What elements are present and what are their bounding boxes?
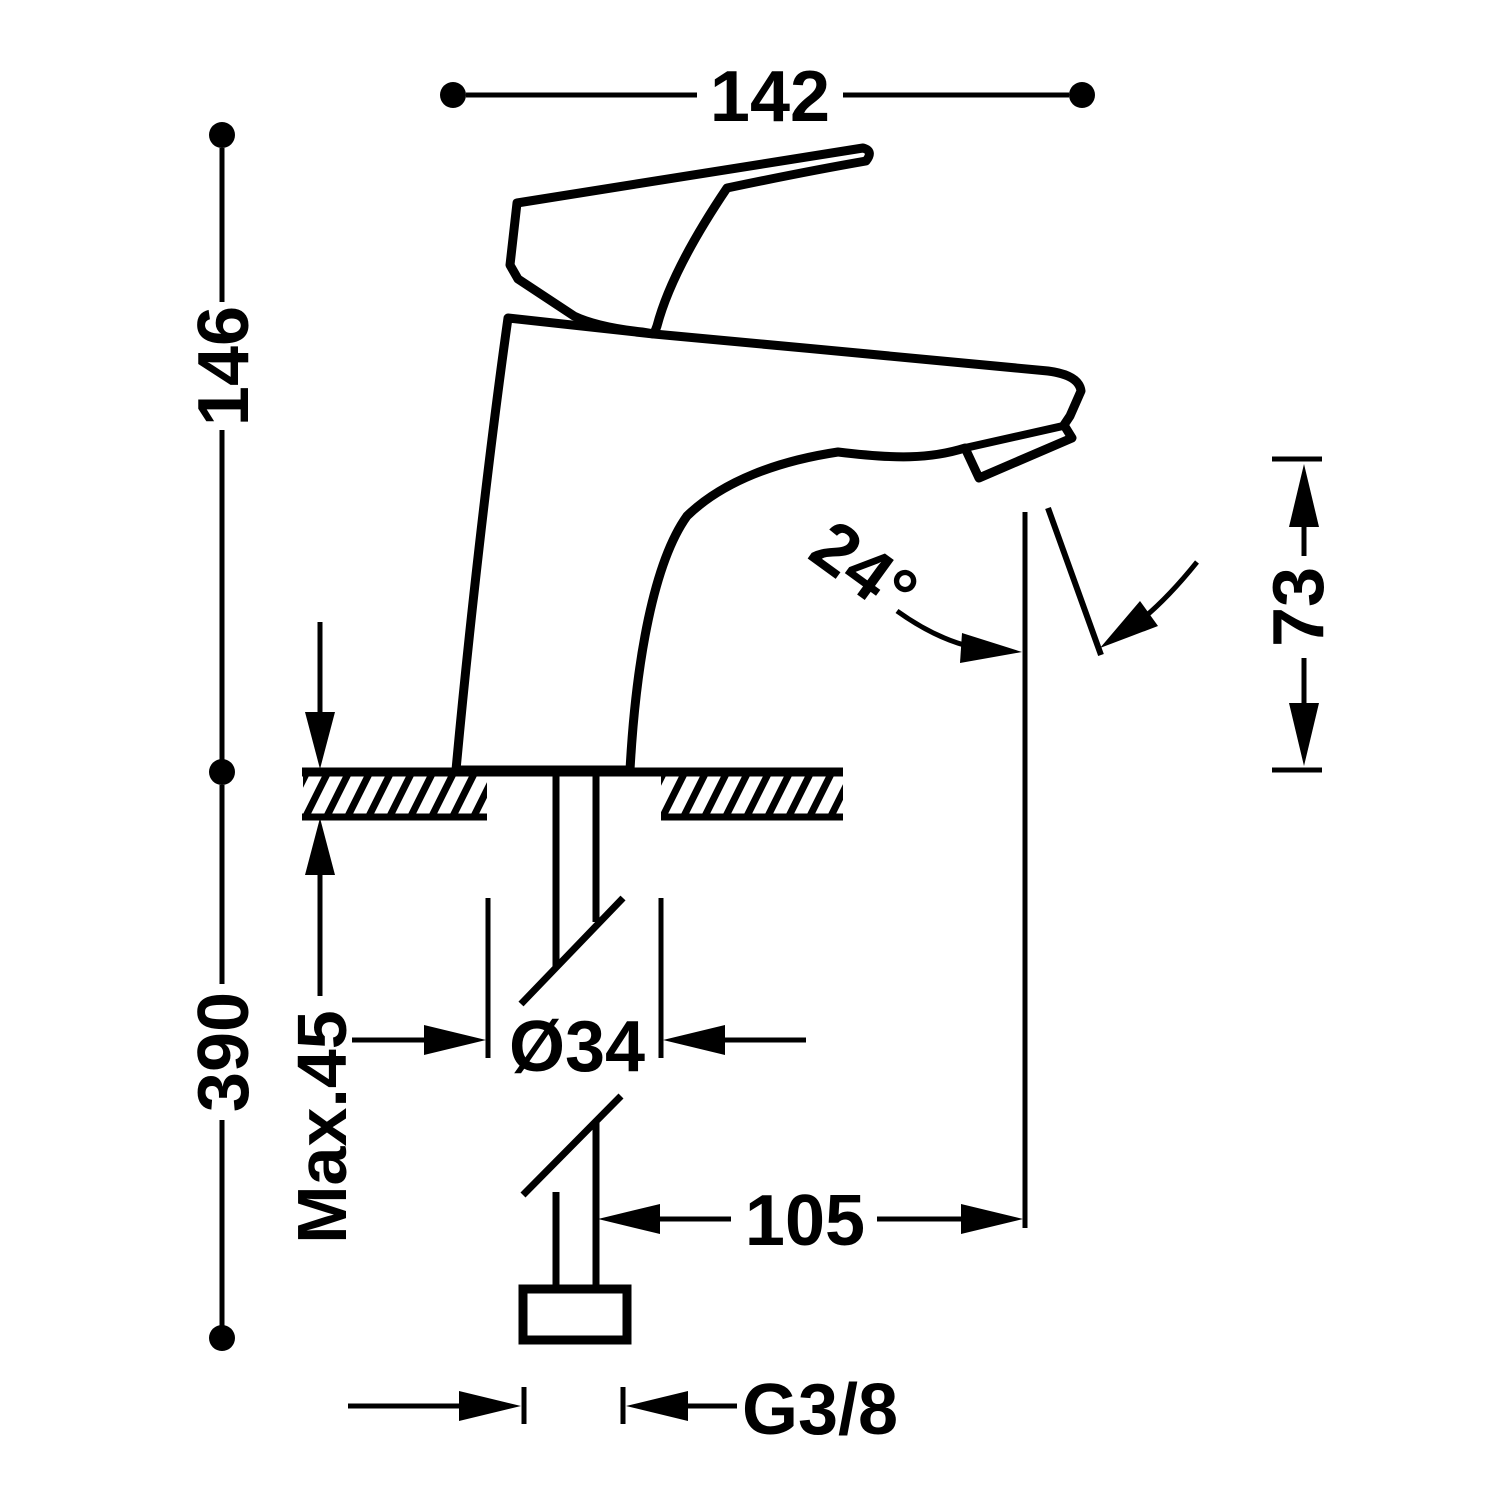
dim-label-105: 105 xyxy=(745,1181,865,1261)
dim-spout-angle: 24° xyxy=(796,505,1199,1228)
dim-label-390: 390 xyxy=(184,992,264,1112)
dim-axis-to-outlet: 105 xyxy=(598,1181,1023,1261)
dim-endpoint-dot xyxy=(440,82,466,108)
pipe-break-slash-upper xyxy=(518,895,626,1007)
countertop-hatch-right xyxy=(661,776,843,814)
faucet-outline xyxy=(451,143,1086,775)
dim-endpoint-dot xyxy=(209,1325,235,1351)
arrowhead-right-icon xyxy=(961,1204,1023,1234)
faucet-body-spout xyxy=(451,313,1086,775)
dim-height-above-deck: 146 xyxy=(184,122,264,785)
dim-endpoint-dot xyxy=(1069,82,1095,108)
dim-height-below-deck: 390 xyxy=(184,785,264,1351)
dim-label-24deg: 24° xyxy=(796,505,931,634)
arrowhead-left-icon xyxy=(663,1025,725,1055)
aerator-top-edge xyxy=(964,422,1064,452)
dim-label-73: 73 xyxy=(1259,567,1339,647)
dim-supply-thread: G3/8 xyxy=(348,1370,898,1450)
arrowhead-right-icon xyxy=(960,633,1022,663)
arrowhead-right-icon xyxy=(424,1025,486,1055)
arrowhead-left-icon xyxy=(626,1391,688,1421)
dim-overall-projection: 142 xyxy=(440,57,1095,137)
pipe-break-slash-lower xyxy=(520,1093,624,1198)
dim-endpoint-dot xyxy=(209,759,235,785)
dim-endpoint-dot xyxy=(209,122,235,148)
arrowhead-up-icon xyxy=(1289,464,1319,527)
stream-direction-line xyxy=(1045,506,1104,657)
countertop-section xyxy=(302,767,843,821)
dim-label-max45: Max.45 xyxy=(283,1010,361,1243)
dim-label-146: 146 xyxy=(184,306,264,426)
dim-label-142: 142 xyxy=(710,57,830,137)
dim-hole-diameter: Ø34 xyxy=(352,898,806,1087)
dim-max-deck-thickness: Max.45 xyxy=(283,622,361,1244)
supply-nut xyxy=(518,1284,632,1345)
arrowhead-right-icon xyxy=(459,1391,521,1421)
countertop-hatch-left xyxy=(303,776,487,814)
supply-pipe xyxy=(518,775,632,1345)
arrowhead-left-icon xyxy=(598,1204,660,1234)
dim-outlet-to-deck: 73 xyxy=(1259,456,1339,773)
faucet-lever-handle xyxy=(505,143,874,339)
dim-label-g38: G3/8 xyxy=(742,1370,898,1450)
arrowhead-down-icon xyxy=(1289,703,1319,766)
arrowhead-left-icon xyxy=(1100,601,1158,648)
dim-label-d34: Ø34 xyxy=(509,1007,645,1087)
arrowhead-down-icon xyxy=(305,712,335,769)
arrowhead-up-icon xyxy=(305,818,335,875)
